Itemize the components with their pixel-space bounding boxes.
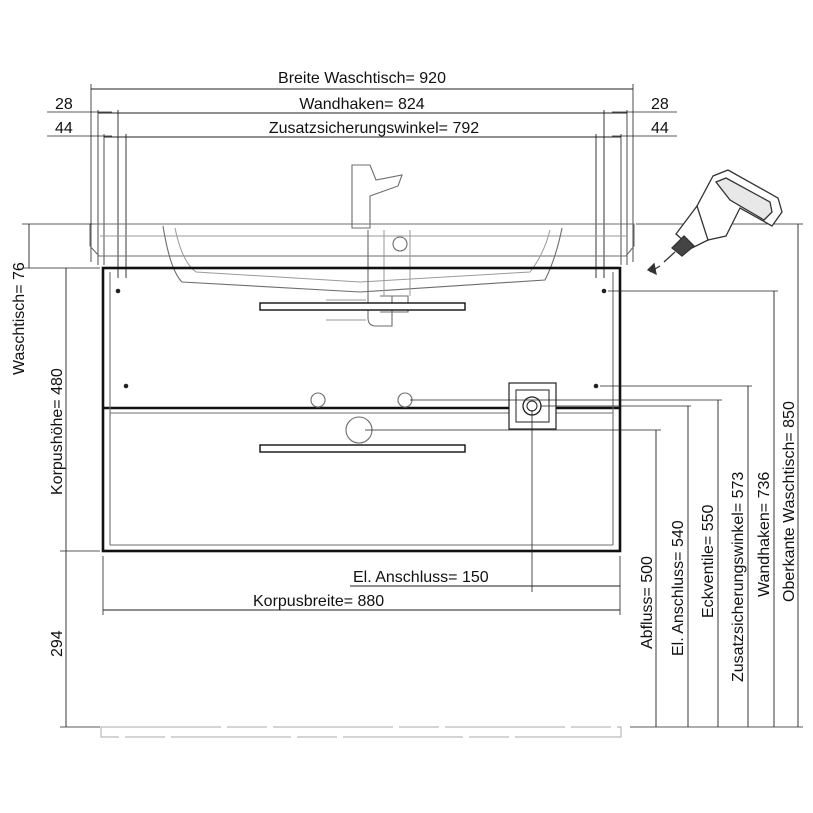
waschtisch-76-label: Waschtisch= 76 <box>11 262 28 375</box>
wandhaken-label: Wandhaken= 824 <box>299 96 424 113</box>
breite-waschtisch-label: Breite Waschtisch= 920 <box>278 70 446 87</box>
drawer-handle-bottom <box>259 444 466 453</box>
wandhaken-736-label: Wandhaken= 736 <box>756 472 773 597</box>
drawer-handle-top <box>259 302 466 311</box>
floor-line <box>100 726 622 738</box>
abfluss-label: Abfluss= 500 <box>639 556 656 649</box>
left-44-label: 44 <box>55 120 73 137</box>
right-44-label: 44 <box>651 120 669 137</box>
korpusbreite-label: Korpusbreite= 880 <box>253 593 384 610</box>
left-height-dimensions: Waschtisch= 76 Korpushöhe= 480 294 <box>11 223 100 728</box>
right-height-dimensions: Abfluss= 500 El. Anschluss= 540 Eckventi… <box>365 223 803 728</box>
el-anschluss-150-label: El. Anschluss= 150 <box>353 569 489 586</box>
korpushoehe-label: Korpushöhe= 480 <box>49 368 66 495</box>
left-28-label: 28 <box>55 96 73 113</box>
top-width-dimensions: Breite Waschtisch= 920 Wandhaken= 824 28… <box>47 70 677 278</box>
eckventile-label: Eckventile= 550 <box>700 504 717 618</box>
zusatzsicherungswinkel-573-label: Zusatzsicherungswinkel= 573 <box>730 472 747 682</box>
eckventil-right <box>397 392 413 408</box>
bottom-width-dimensions: El. Anschluss= 150 Korpusbreite= 880 <box>102 410 621 615</box>
oberkante-waschtisch-label: Oberkante Waschtisch= 850 <box>781 401 798 602</box>
washbasin <box>89 223 635 327</box>
right-28-label: 28 <box>651 96 669 113</box>
faucet-icon <box>351 164 403 229</box>
el-anschluss-540-label: El. Anschluss= 540 <box>670 520 687 656</box>
cabinet-body <box>101 266 622 553</box>
drill-icon <box>646 169 783 276</box>
eckventil-left <box>310 392 326 408</box>
sockel-294-label: 294 <box>49 630 66 657</box>
zusatzsicherungswinkel-label: Zusatzsicherungswinkel= 792 <box>269 120 479 137</box>
